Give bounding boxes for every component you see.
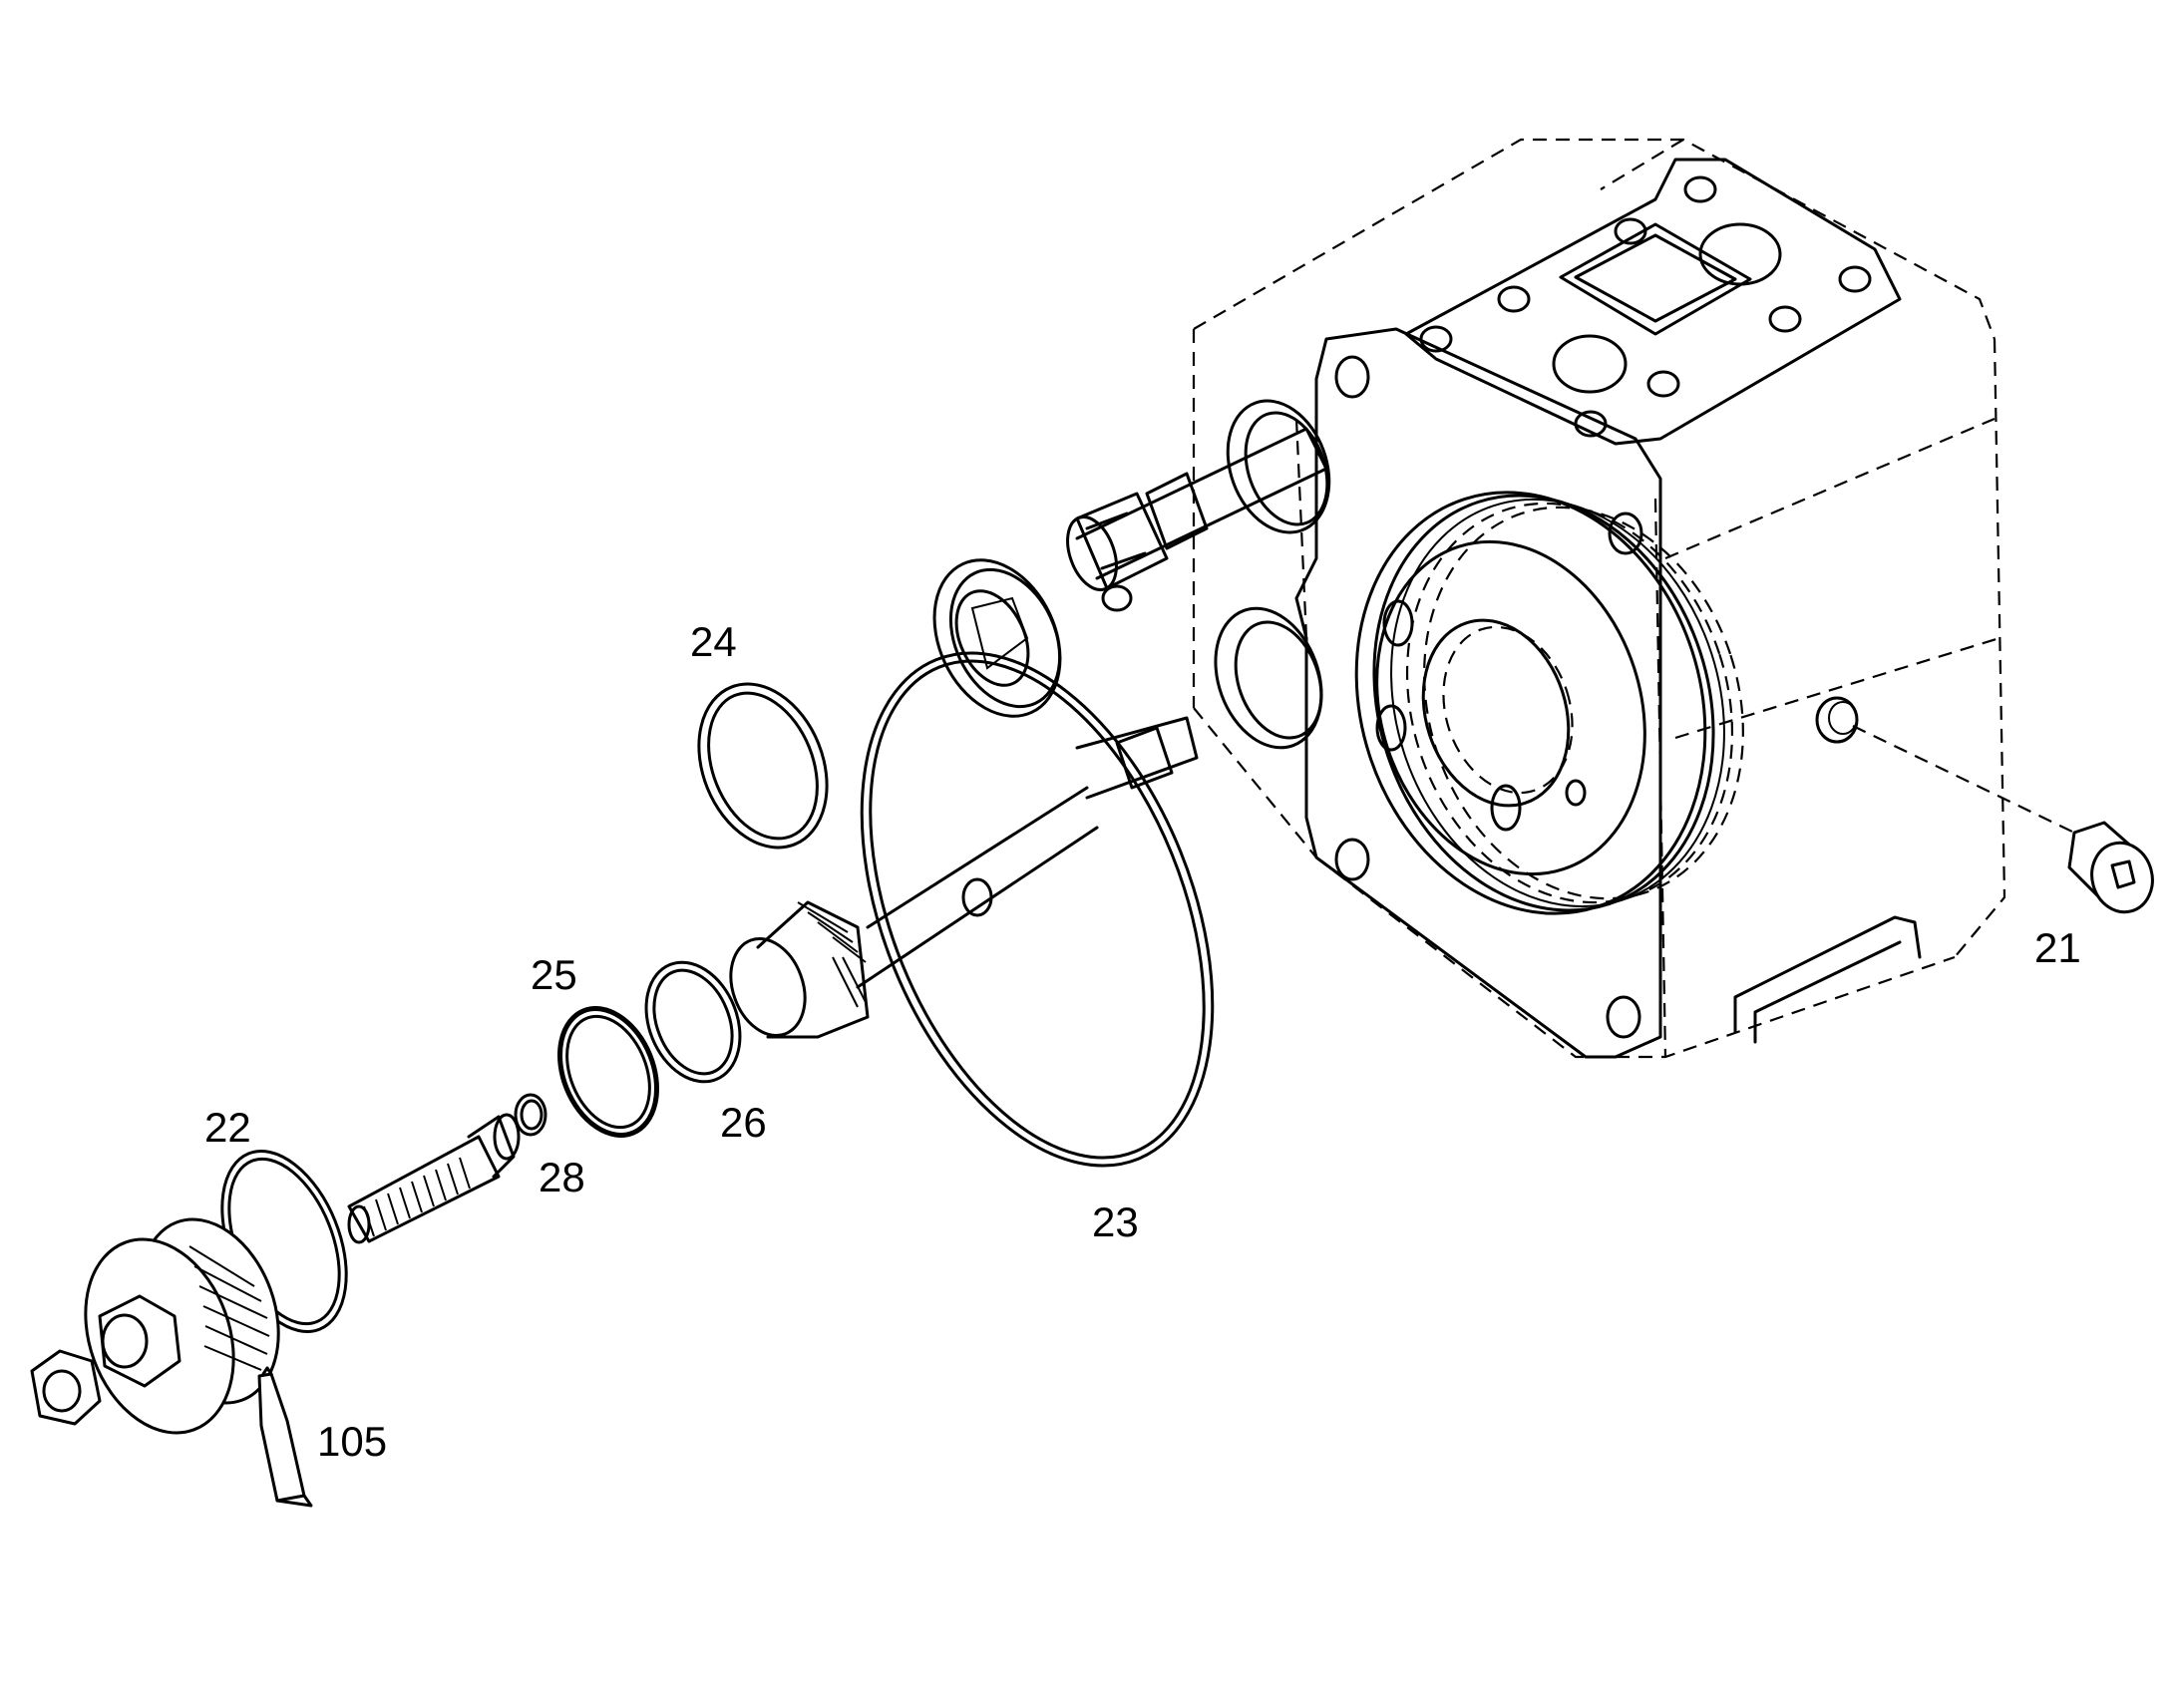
- callout-26: 26: [720, 1099, 767, 1146]
- callout-23: 23: [1092, 1198, 1139, 1245]
- shaft-seal: [932, 558, 1062, 718]
- callout-labels: 21 22 23 24 25 26 28 105: [204, 618, 2081, 1465]
- callout-105: 105: [317, 1418, 387, 1465]
- part-28-washer: [514, 1093, 547, 1137]
- callout-25: 25: [531, 951, 577, 998]
- leader-line-21: [1852, 725, 2075, 834]
- callout-28: 28: [539, 1154, 585, 1200]
- part-21-plug-screw: [2067, 821, 2154, 914]
- part-23-large-o-ring: [860, 651, 1215, 1168]
- adjuster-plug: [84, 1217, 280, 1435]
- top-plate-bolt-holes: [1419, 175, 1872, 438]
- part-105-sealant-tube: [257, 1366, 313, 1508]
- part-25-backup-ring: [557, 1006, 659, 1138]
- upper-spool: [1066, 427, 1328, 612]
- spring-pin: [347, 1113, 521, 1244]
- callout-21: 21: [2034, 924, 2081, 971]
- callout-22: 22: [204, 1104, 251, 1151]
- lock-nut: [30, 1349, 102, 1426]
- part-24-o-ring: [697, 682, 829, 850]
- pump-housing: [1192, 138, 2006, 1059]
- lower-port: [1214, 606, 1323, 750]
- callout-24: 24: [690, 618, 737, 665]
- upper-port: [1226, 399, 1331, 534]
- flange-bolt-holes: [1334, 355, 1643, 1039]
- part-26-o-ring: [644, 960, 742, 1084]
- rotor-housing-boss: [1354, 491, 1744, 915]
